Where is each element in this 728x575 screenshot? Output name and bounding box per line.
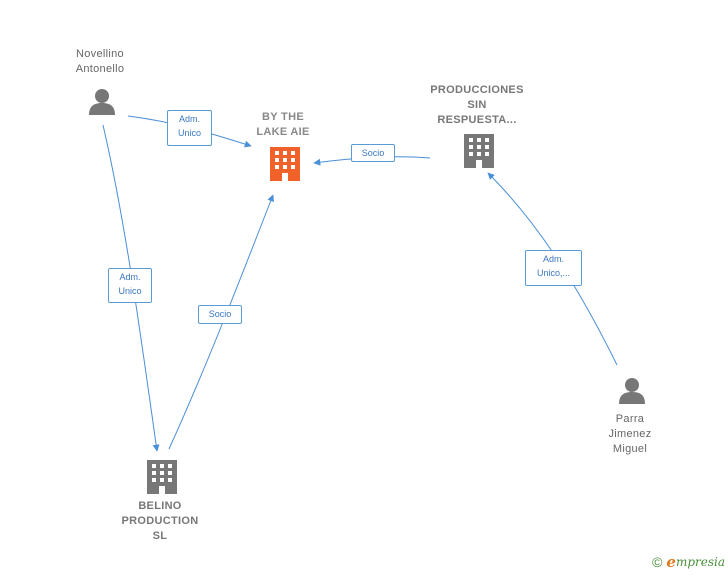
node-label-bythelake[interactable]: BY THE LAKE AIE: [256, 111, 310, 138]
node-label-novellino[interactable]: Novellino Antonello: [75, 48, 125, 75]
building-icon[interactable]: [464, 134, 494, 168]
edge-label-adm-unico: Adm. Unico: [108, 268, 152, 303]
building-icon[interactable]: [147, 460, 177, 494]
edge-label-adm-unico: Adm. Unico: [167, 110, 212, 146]
edge-belino-bythelake: [168, 194, 274, 450]
node-label-producciones[interactable]: PRODUCCIONES SIN RESPUESTA...: [430, 84, 524, 126]
edge-label-socio: Socio: [198, 305, 242, 324]
brand-logo-initial: e: [666, 553, 676, 571]
empresia-watermark: © e mpresia: [652, 553, 725, 571]
copyright-icon: ©: [652, 554, 663, 570]
node-label-belino[interactable]: BELINO PRODUCTION SL: [121, 500, 199, 542]
brand-logo-text: mpresia: [675, 555, 725, 569]
node-label-parra[interactable]: Parra Jimenez Miguel: [608, 413, 652, 455]
person-icon[interactable]: [619, 378, 645, 404]
person-icon[interactable]: [89, 89, 115, 115]
building-icon[interactable]: [270, 147, 300, 181]
edge-label-socio: Socio: [351, 144, 395, 162]
edge-label-adm-unico-etc: Adm. Unico,...: [525, 250, 582, 286]
